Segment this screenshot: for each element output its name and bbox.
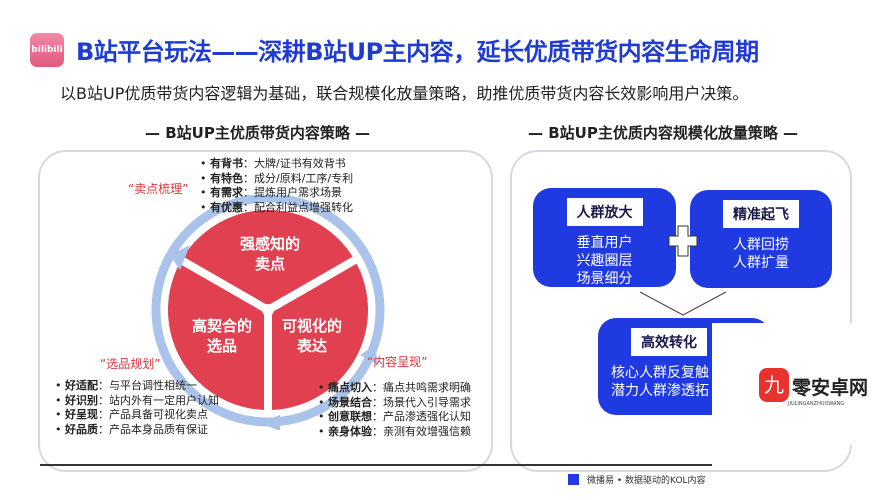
list-item: • 痛点切入：痛点共鸣需求明确 bbox=[318, 381, 471, 394]
ring-arrow bbox=[170, 245, 190, 270]
segment-label-expression: 可视化的 表达 bbox=[281, 317, 342, 355]
tag-expression: “内容呈现” bbox=[367, 355, 428, 369]
right-list: • 痛点切入：痛点共鸣需求明确• 场景结合：场景代入引导需求• 创意联想：产品渗… bbox=[318, 381, 471, 439]
segment-label-selling-point: 强感知的 卖点 bbox=[239, 235, 300, 273]
down-triangle-icon bbox=[639, 291, 727, 316]
watermark-text: 零安卓网 bbox=[792, 377, 869, 399]
left-list: • 好适配：与平台调性相统一• 好识别：站内外有一定用户认知• 好呈现：产品具备… bbox=[55, 379, 219, 437]
item-value: 痛点共鸣需求明确 bbox=[383, 381, 471, 394]
item-key: 有优惠 bbox=[210, 200, 243, 214]
tag-selling-point: “卖点梳理” bbox=[128, 182, 189, 196]
item-value: 产品本身品质有保证 bbox=[109, 422, 208, 436]
right-section-heading: — B站UP主优质内容规模化放量策略 — bbox=[528, 124, 799, 142]
item-value: 提炼用户需求场景 bbox=[254, 186, 342, 199]
item-value: 场景代入引导需求 bbox=[383, 395, 471, 409]
list-item: • 亲身体验：亲测有效增强信赖 bbox=[318, 424, 471, 438]
box-body: 垂直用户兴趣圈层场景细分 bbox=[576, 235, 633, 287]
item-value: 站内外有一定用户认知 bbox=[109, 393, 219, 407]
watermark: 九 零安卓网 JIULINGANZHUOWANG bbox=[712, 323, 889, 445]
footer-text: 微播易 • 数据驱动的KOL内容 bbox=[587, 476, 706, 486]
bilibili-logo: bilibili bbox=[30, 33, 64, 67]
list-item: • 创意联想：产品渗透强化认知 bbox=[318, 410, 471, 423]
item-key: 痛点切入 bbox=[328, 381, 372, 394]
left-section-heading: — B站UP主优质带货内容策略 — bbox=[145, 124, 371, 142]
watermark-subtext: JIULINGANZHUOWANG bbox=[788, 401, 845, 407]
box-body: 人群回捞人群扩量 bbox=[733, 237, 789, 271]
item-key: 好适配 bbox=[65, 379, 98, 392]
footer-square-icon bbox=[568, 474, 579, 485]
box-precise-launch: 精准起飞 人群回捞人群扩量 bbox=[690, 190, 832, 288]
right-panel bbox=[510, 150, 852, 472]
item-key: 好品质 bbox=[65, 422, 98, 436]
item-value: 产品渗透强化认知 bbox=[383, 410, 471, 423]
item-value: 亲测有效增强信赖 bbox=[383, 424, 471, 438]
list-item: • 好识别：站内外有一定用户认知 bbox=[55, 393, 219, 407]
item-value: 配合利益点增强转化 bbox=[254, 200, 353, 214]
item-value: 与平台调性相统一 bbox=[109, 379, 197, 392]
item-value: 大牌/证书有效背书 bbox=[254, 157, 346, 170]
item-value: 成分/原料/工序/专利 bbox=[254, 171, 354, 185]
item-key: 创意联想 bbox=[328, 410, 372, 423]
logo-text: bilibili bbox=[31, 45, 63, 55]
page-subtitle: 以B站UP优质带货内容逻辑为基础，联合规模化放量策略，助推优质带货内容长效影响用… bbox=[60, 84, 749, 103]
page-title: B站平台玩法——深耕B站UP主内容，延长优质带货内容生命周期 bbox=[76, 38, 759, 66]
list-item: • 有需求：提炼用户需求场景 bbox=[200, 186, 342, 199]
ring-arrow bbox=[360, 345, 378, 365]
box-title: 高效转化 bbox=[631, 328, 707, 356]
list-item: • 好适配：与平台调性相统一 bbox=[55, 379, 197, 392]
segment-label-selection: 高契合的 选品 bbox=[191, 317, 252, 355]
item-key: 好识别 bbox=[65, 393, 98, 407]
box-body: 核心人群反复触潜力人群渗透拓 bbox=[611, 365, 709, 399]
tag-selection: “选品规划” bbox=[100, 357, 161, 371]
left-panel bbox=[38, 150, 493, 472]
list-item: • 好品质：产品本身品质有保证 bbox=[55, 422, 208, 436]
box-title: 人群放大 bbox=[566, 198, 643, 226]
item-key: 有需求 bbox=[210, 186, 243, 199]
pie-dividers bbox=[179, 256, 357, 417]
item-key: 场景结合 bbox=[328, 395, 372, 409]
ring-arrow bbox=[260, 415, 280, 430]
watermark-logo-icon: 九 bbox=[759, 368, 789, 402]
footer-divider bbox=[40, 464, 712, 466]
list-item: • 有背书：大牌/证书有效背书 bbox=[200, 157, 346, 170]
strategy-pie bbox=[151, 195, 385, 430]
list-item: • 有优惠：配合利益点增强转化 bbox=[200, 200, 353, 214]
item-key: 亲身体验 bbox=[328, 424, 372, 438]
list-item: • 有特色：成分/原料/工序/专利 bbox=[200, 171, 354, 185]
item-key: 有背书 bbox=[210, 157, 243, 170]
box-audience-expand: 人群放大 垂直用户兴趣圈层场景细分 bbox=[533, 188, 676, 287]
top-list: • 有背书：大牌/证书有效背书• 有特色：成分/原料/工序/专利• 有需求：提炼… bbox=[200, 157, 353, 215]
item-key: 有特色 bbox=[210, 171, 243, 185]
list-item: • 好呈现：产品具备可视化卖点 bbox=[55, 408, 208, 421]
item-value: 产品具备可视化卖点 bbox=[109, 408, 208, 421]
plus-icon bbox=[668, 225, 698, 257]
item-key: 好呈现 bbox=[65, 408, 98, 421]
box-title: 精准起飞 bbox=[723, 200, 799, 228]
list-item: • 场景结合：场景代入引导需求 bbox=[318, 395, 471, 409]
